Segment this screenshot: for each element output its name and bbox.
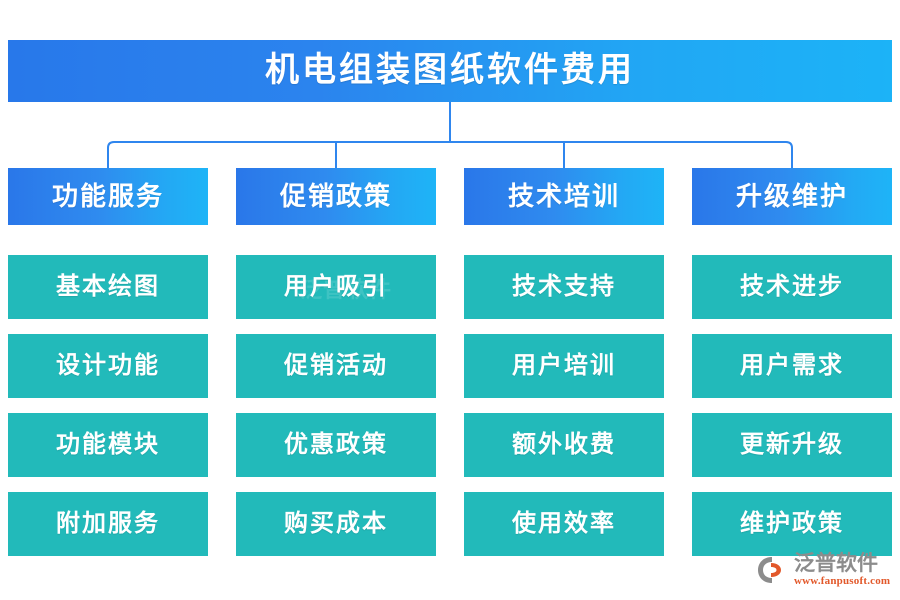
- item-box-4-1[interactable]: 技术进步: [692, 255, 892, 319]
- item-box-3-1[interactable]: 技术支持: [464, 255, 664, 319]
- columns-container: 功能服务 基本绘图 设计功能 功能模块 附加服务 促销政策 用户吸引: [8, 168, 892, 556]
- item-label-4-2: 用户需求: [740, 353, 844, 379]
- item-box-4-4[interactable]: 维护政策: [692, 492, 892, 556]
- category-box-1[interactable]: 功能服务: [8, 168, 208, 225]
- item-label-1-2: 设计功能: [56, 353, 160, 379]
- item-label-1-1: 基本绘图: [56, 274, 160, 300]
- item-label-3-1: 技术支持: [512, 274, 616, 300]
- item-box-4-3[interactable]: 更新升级: [692, 413, 892, 477]
- item-label-2-2: 促销活动: [284, 353, 388, 379]
- item-box-2-3[interactable]: 优惠政策: [236, 413, 436, 477]
- category-label-3: 技术培训: [507, 181, 620, 211]
- item-box-4-2[interactable]: 用户需求: [692, 334, 892, 398]
- item-box-3-2[interactable]: 用户培训: [464, 334, 664, 398]
- category-label-1: 功能服务: [51, 181, 164, 211]
- item-label-2-1: 用户吸引: [284, 274, 388, 300]
- item-box-3-4[interactable]: 使用效率: [464, 492, 664, 556]
- item-label-3-3: 额外收费: [512, 432, 616, 458]
- item-box-2-4[interactable]: 购买成本: [236, 492, 436, 556]
- item-box-3-3[interactable]: 额外收费: [464, 413, 664, 477]
- category-label-2: 促销政策: [279, 181, 392, 211]
- item-label-3-2: 用户培训: [512, 353, 616, 379]
- diagram-title-banner: 机电组装图纸软件费用: [8, 40, 892, 102]
- category-box-2[interactable]: 促销政策: [236, 168, 436, 225]
- item-box-1-2[interactable]: 设计功能: [8, 334, 208, 398]
- item-label-2-4: 购买成本: [284, 511, 388, 537]
- category-box-4[interactable]: 升级维护: [692, 168, 892, 225]
- connector-bracket: [107, 102, 793, 168]
- page-title: 机电组装图纸软件费用: [265, 52, 635, 89]
- item-label-1-3: 功能模块: [56, 432, 160, 458]
- item-box-1-4[interactable]: 附加服务: [8, 492, 208, 556]
- connector-rail: [107, 141, 793, 168]
- category-label-4: 升级维护: [735, 181, 848, 211]
- logo-text-wrap: 泛普软件 www.fanpusoft.com: [794, 553, 890, 587]
- brand-logo[interactable]: 泛普软件 www.fanpusoft.com: [756, 548, 892, 592]
- item-label-4-1: 技术进步: [740, 274, 844, 300]
- item-box-2-1[interactable]: 用户吸引: [236, 255, 436, 319]
- item-box-1-3[interactable]: 功能模块: [8, 413, 208, 477]
- category-box-3[interactable]: 技术培训: [464, 168, 664, 225]
- column-upgrade-maintenance: 升级维护 技术进步 用户需求 更新升级 维护政策: [692, 168, 892, 556]
- logo-website-url: www.fanpusoft.com: [794, 575, 891, 587]
- logo-company-name: 泛普软件: [794, 552, 878, 575]
- item-label-2-3: 优惠政策: [284, 432, 388, 458]
- fanpu-logo-icon: [758, 557, 781, 583]
- item-label-3-4: 使用效率: [512, 511, 616, 537]
- column-functional-service: 功能服务 基本绘图 设计功能 功能模块 附加服务: [8, 168, 208, 556]
- item-box-1-1[interactable]: 基本绘图: [8, 255, 208, 319]
- item-box-2-2[interactable]: 促销活动: [236, 334, 436, 398]
- item-label-4-4: 维护政策: [740, 511, 844, 537]
- column-promotion-policy: 促销政策 用户吸引 促销活动 优惠政策 购买成本: [236, 168, 436, 556]
- item-label-1-4: 附加服务: [56, 511, 160, 537]
- item-label-4-3: 更新升级: [740, 432, 844, 458]
- column-technical-training: 技术培训 技术支持 用户培训 额外收费 使用效率: [464, 168, 664, 556]
